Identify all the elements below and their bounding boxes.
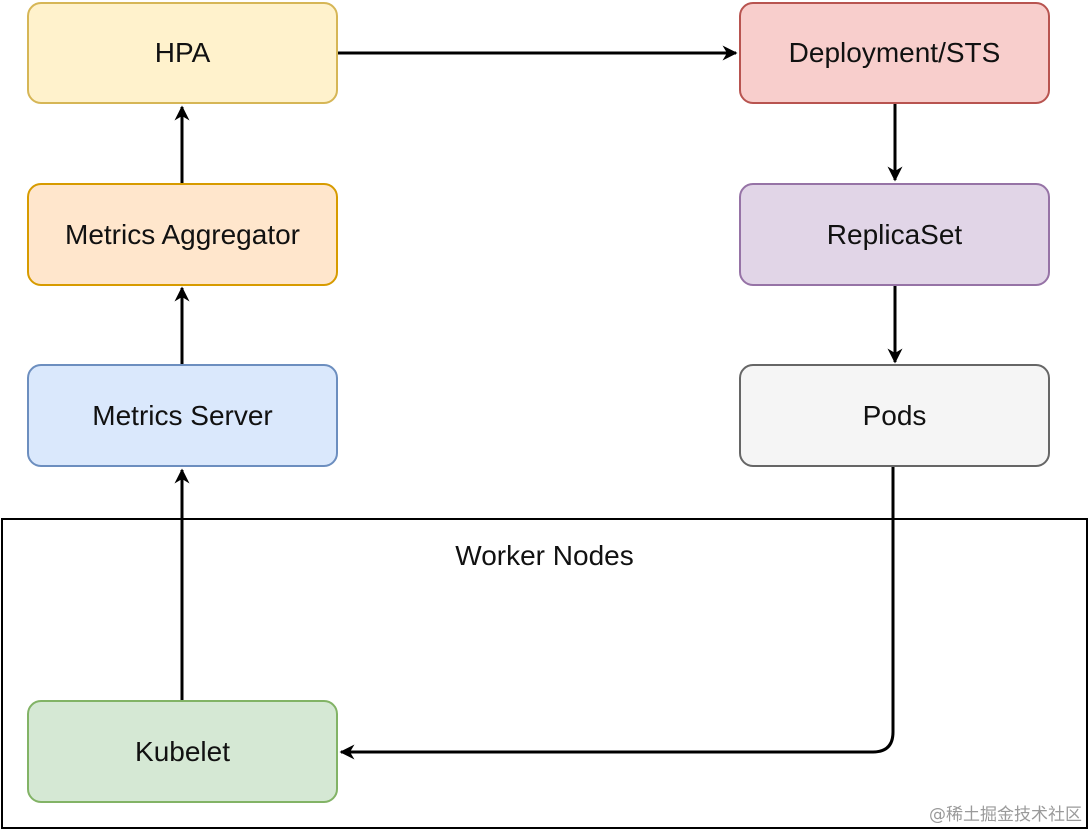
hpa-label: HPA — [154, 37, 211, 68]
metrics-server-node[interactable]: Metrics Server — [27, 364, 338, 467]
metrics-server-label: Metrics Server — [92, 399, 273, 431]
kubelet-label: Kubelet — [135, 735, 230, 767]
metrics-aggregator-label: Metrics Aggregator — [65, 218, 300, 250]
deployment-sts-label: Deployment/STS — [788, 37, 1001, 68]
metrics-aggregator-node[interactable]: Metrics Aggregator — [27, 183, 338, 286]
watermark-text: @稀土掘金技术社区 — [929, 805, 1082, 825]
replicaset-node[interactable]: ReplicaSet — [739, 183, 1050, 286]
pods-label: Pods — [862, 399, 927, 431]
hpa-node[interactable]: HPA — [27, 2, 338, 104]
worker-nodes-container: Worker Nodes — [1, 518, 1088, 829]
deployment-sts-node[interactable]: Deployment/STS — [739, 2, 1050, 104]
pods-node[interactable]: Pods — [739, 364, 1050, 467]
kubelet-node[interactable]: Kubelet — [27, 700, 338, 803]
replicaset-label: ReplicaSet — [826, 218, 963, 250]
edge-pods-to-kubelet — [339, 466, 895, 760]
worker-nodes-label: Worker Nodes — [455, 540, 634, 571]
